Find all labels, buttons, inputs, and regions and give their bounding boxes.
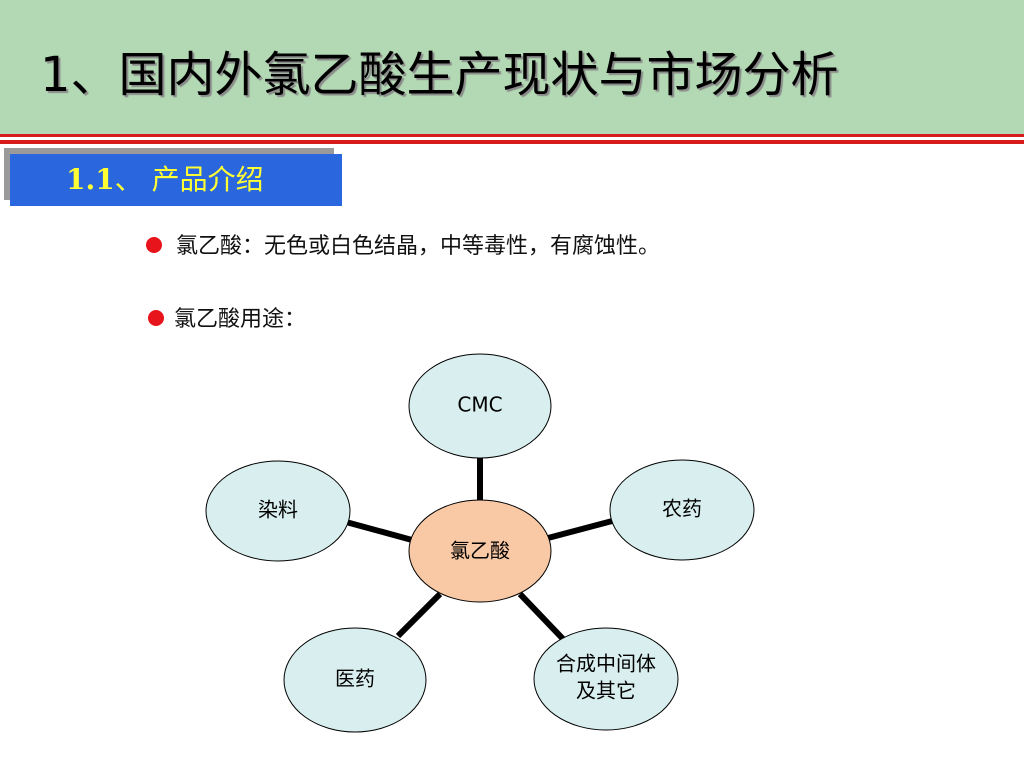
- title-rule-gap: [0, 137, 1024, 140]
- bullet-dot-icon: [148, 310, 164, 326]
- section-tab: 1.1、 产品介绍: [10, 154, 342, 206]
- node-medicine-label: 医药: [335, 667, 375, 691]
- bullet-dot-icon: [146, 237, 162, 253]
- node-synthesis-label-line1: 合成中间体: [556, 652, 656, 676]
- section-number: 1.1: [66, 163, 115, 196]
- bullet-uses: 氯乙酸用途：: [148, 303, 306, 337]
- bullet-properties-text: 氯乙酸：无色或白色结晶，中等毒性，有腐蚀性。: [176, 234, 661, 259]
- connector-dye: [345, 519, 413, 543]
- title-rule-bottom: [0, 140, 1024, 144]
- node-synthesis: [533, 627, 679, 731]
- slide-title: 1、国内外氯乙酸生产现状与市场分析: [40, 47, 839, 103]
- node-pesticide: [609, 459, 755, 561]
- title-rule-top: [0, 134, 1024, 137]
- section-title: 、 产品介绍: [114, 163, 264, 196]
- node-cmc: [408, 353, 552, 459]
- connector-pesticide: [547, 517, 617, 541]
- bullet-properties: 氯乙酸：无色或白色结晶，中等毒性，有腐蚀性。: [146, 230, 660, 264]
- title-bar: 1、国内外氯乙酸生产现状与市场分析: [0, 0, 1024, 134]
- connector-medicine: [395, 591, 443, 639]
- node-center: [408, 499, 552, 603]
- node-cmc-label: CMC: [457, 393, 502, 417]
- node-pesticide-label: 农药: [662, 497, 702, 521]
- section-label: 1.1、 产品介绍: [66, 160, 264, 200]
- node-medicine: [283, 627, 427, 733]
- node-center-label: 氯乙酸: [450, 539, 510, 563]
- connector-synthesis: [517, 591, 567, 643]
- node-dye-label: 染料: [258, 498, 298, 522]
- node-dye: [205, 460, 351, 562]
- node-synthesis-label-line2: 及其它: [576, 679, 636, 703]
- bullet-uses-text: 氯乙酸用途：: [174, 307, 307, 332]
